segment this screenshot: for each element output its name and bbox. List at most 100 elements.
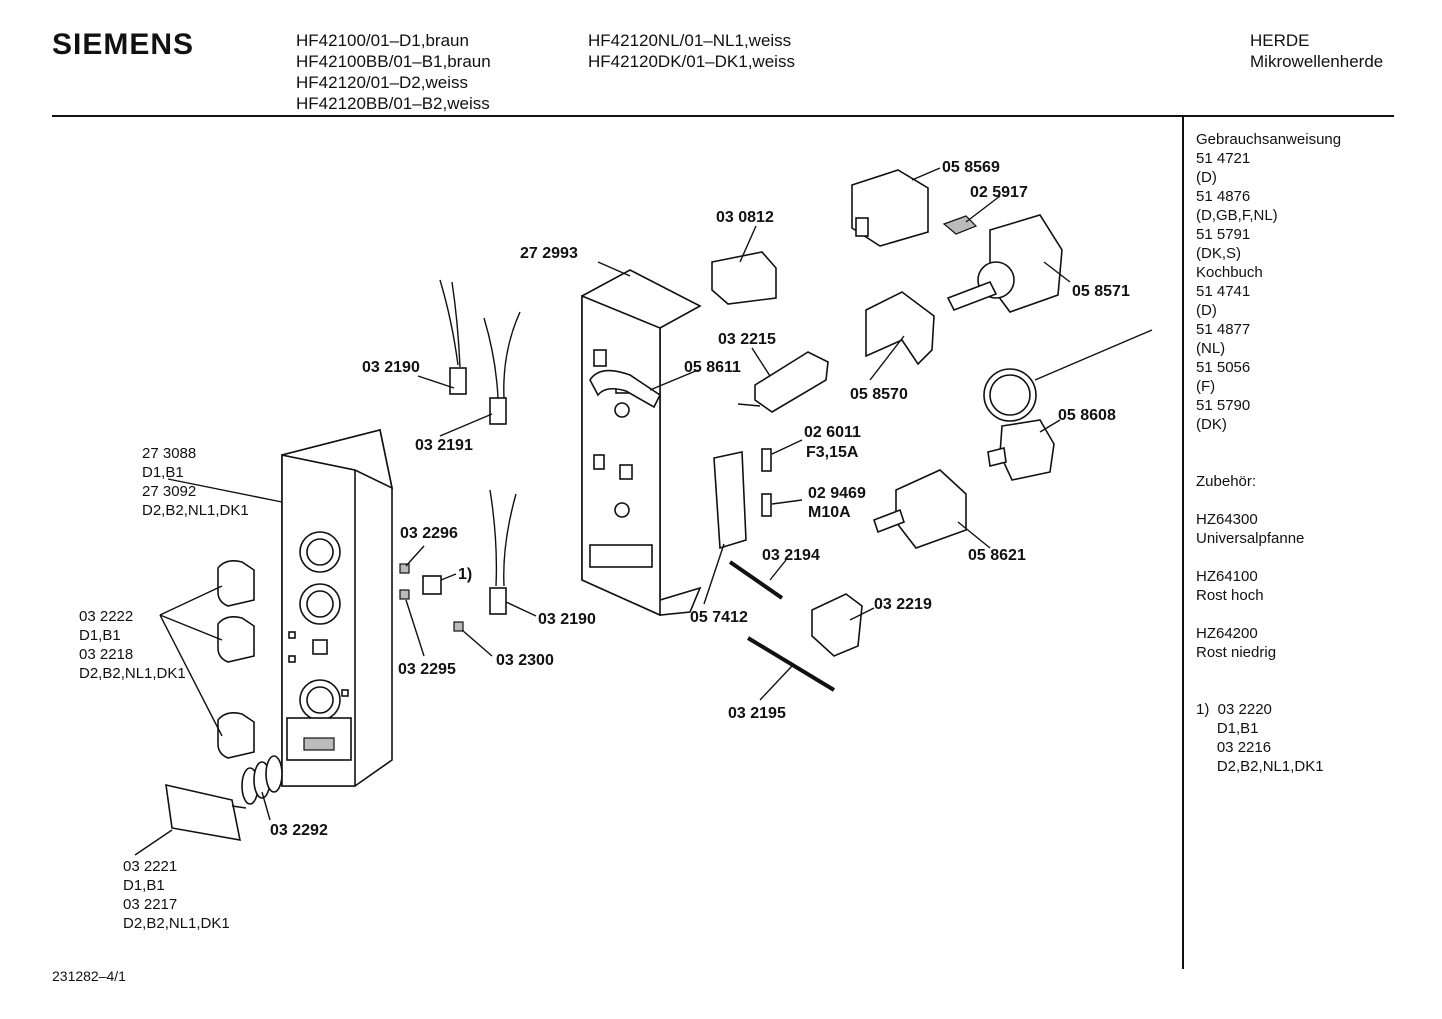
front-panel (281, 429, 394, 787)
brand-logo: SIEMENS (52, 28, 195, 61)
panel-label: 27 3088 (142, 445, 196, 462)
sidebar-line: 51 4721 (1196, 150, 1251, 167)
part-label: 27 2993 (520, 245, 578, 262)
part-label: 03 2219 (874, 596, 932, 613)
sidebar-line: D1,B1 (1196, 720, 1259, 737)
sidebar-line: Gebrauchsanweisung (1196, 131, 1342, 148)
part-label: 05 8621 (968, 547, 1026, 564)
part-label: 05 8611 (684, 359, 741, 376)
sidebar-line: Rost hoch (1196, 587, 1264, 604)
rod-1 (728, 560, 784, 600)
part-label: 05 8571 (1072, 283, 1130, 300)
sidebar-line: (DK) (1196, 416, 1227, 433)
sidebar-line: HZ64200 (1196, 625, 1258, 642)
part-label: 02 9469 (808, 485, 866, 502)
sidebar-line: 03 2216 (1196, 739, 1272, 756)
button-label: 03 2221 (123, 858, 177, 875)
sidebar-line: Zubehör: (1196, 473, 1257, 490)
thermostat (983, 329, 1153, 481)
sidebar-line: Universalpfanne (1196, 530, 1305, 547)
sidebar-line: D2,B2,NL1,DK1 (1196, 758, 1324, 775)
part-label: 03 2190 (538, 611, 596, 628)
sidebar-line: 51 4877 (1196, 321, 1251, 338)
small-clips (399, 563, 464, 632)
switch-rail (713, 451, 747, 550)
sidebar-line: HZ64300 (1196, 511, 1258, 528)
sidebar-line: HZ64100 (1196, 568, 1258, 585)
sidebar-line (1196, 491, 1341, 510)
knob-label: 03 2222 (79, 608, 133, 625)
part-labels: 05 8569 02 5917 03 0812 27 2993 05 8571 … (79, 159, 1130, 932)
sidebar-line: Rost niedrig (1196, 644, 1277, 661)
sidebar-line: 51 5790 (1196, 397, 1251, 414)
panel-label: 27 3092 (142, 483, 196, 500)
selector-switch (872, 469, 967, 549)
button-label: D1,B1 (123, 877, 165, 894)
knob-label: D1,B1 (79, 627, 121, 644)
fuses (761, 448, 772, 517)
sidebar-line: 51 4741 (1196, 283, 1251, 300)
sidebar-line (1196, 605, 1341, 624)
rod-2 (746, 636, 836, 692)
micro-switch (737, 351, 829, 413)
sidebar-line: (NL) (1196, 340, 1226, 357)
part-label: 1) (458, 566, 472, 583)
control-chassis (581, 269, 702, 617)
category: HERDE (1250, 31, 1310, 50)
sidebar-line: 1) 03 2220 (1196, 701, 1272, 718)
leader-lines (134, 167, 1071, 856)
sidebar-line: Kochbuch (1196, 264, 1263, 281)
part-label: 03 2191 (415, 437, 473, 454)
sidebar-line: (DK,S) (1196, 245, 1241, 262)
exploded-view-diagram: 05 8569 02 5917 03 0812 27 2993 05 8571 … (79, 159, 1153, 932)
part-label: 03 2195 (728, 705, 786, 722)
part-label: F3,15A (806, 444, 859, 461)
model-list-1: HF42100/01–D1,braun HF42100BB/01–B1,brau… (296, 30, 491, 114)
part-label: 02 5917 (970, 184, 1028, 201)
part-label: 03 2215 (718, 331, 776, 348)
sidebar-line: (F) (1196, 378, 1216, 395)
panel-label: D2,B2,NL1,DK1 (142, 502, 249, 519)
model-item: HF42120/01–D2,weiss (296, 73, 468, 92)
timer-motor (946, 214, 1063, 313)
part-label: 03 0812 (716, 209, 774, 226)
part-label: 03 2295 (398, 661, 456, 678)
part-label: 03 2194 (762, 547, 820, 564)
sidebar-line (1196, 548, 1341, 567)
relay-block (711, 251, 777, 305)
category-block: HERDE Mikrowellenherde (1250, 30, 1383, 72)
sidebar-line: 51 5791 (1196, 226, 1251, 243)
door-button (165, 783, 247, 841)
part-label: 05 8570 (850, 386, 908, 403)
sidebar-line: (D) (1196, 302, 1217, 319)
part-label: 03 2190 (362, 359, 420, 376)
part-label: 05 8608 (1058, 407, 1116, 424)
model-item: HF42120NL/01–NL1,weiss (588, 31, 792, 50)
sidebar-line: 51 5056 (1196, 359, 1251, 376)
sidebar-line (1196, 662, 1341, 681)
sidebar-line (1196, 434, 1341, 453)
sidebar-line: (D) (1196, 169, 1217, 186)
model-item: HF42120DK/01–DK1,weiss (588, 52, 795, 71)
part-label: 03 2300 (496, 652, 554, 669)
sidebar-line (1196, 681, 1341, 700)
model-item: HF42120BB/01–B2,weiss (296, 94, 490, 113)
button-label: D2,B2,NL1,DK1 (123, 915, 230, 932)
knob-label: D2,B2,NL1,DK1 (79, 665, 186, 682)
sidebar-line: 51 4876 (1196, 188, 1251, 205)
model-item: HF42100BB/01–B1,braun (296, 52, 491, 71)
subcategory: Mikrowellenherde (1250, 52, 1384, 71)
part-label: M10A (808, 504, 851, 521)
sidebar-divider (1182, 117, 1184, 969)
knob-label: 03 2218 (79, 646, 133, 663)
part-label: 03 2296 (400, 525, 458, 542)
drawing-number: 231282–4/1 (52, 968, 126, 984)
spring (241, 755, 283, 805)
part-label: 03 2292 (270, 822, 328, 839)
sidebar-line (1196, 453, 1341, 472)
model-list-2: HF42120NL/01–NL1,weiss HF42120DK/01–DK1,… (588, 30, 795, 72)
part-label: 05 8569 (942, 159, 1000, 176)
part-label: 02 6011 (804, 424, 861, 441)
panel-label: D1,B1 (142, 464, 184, 481)
